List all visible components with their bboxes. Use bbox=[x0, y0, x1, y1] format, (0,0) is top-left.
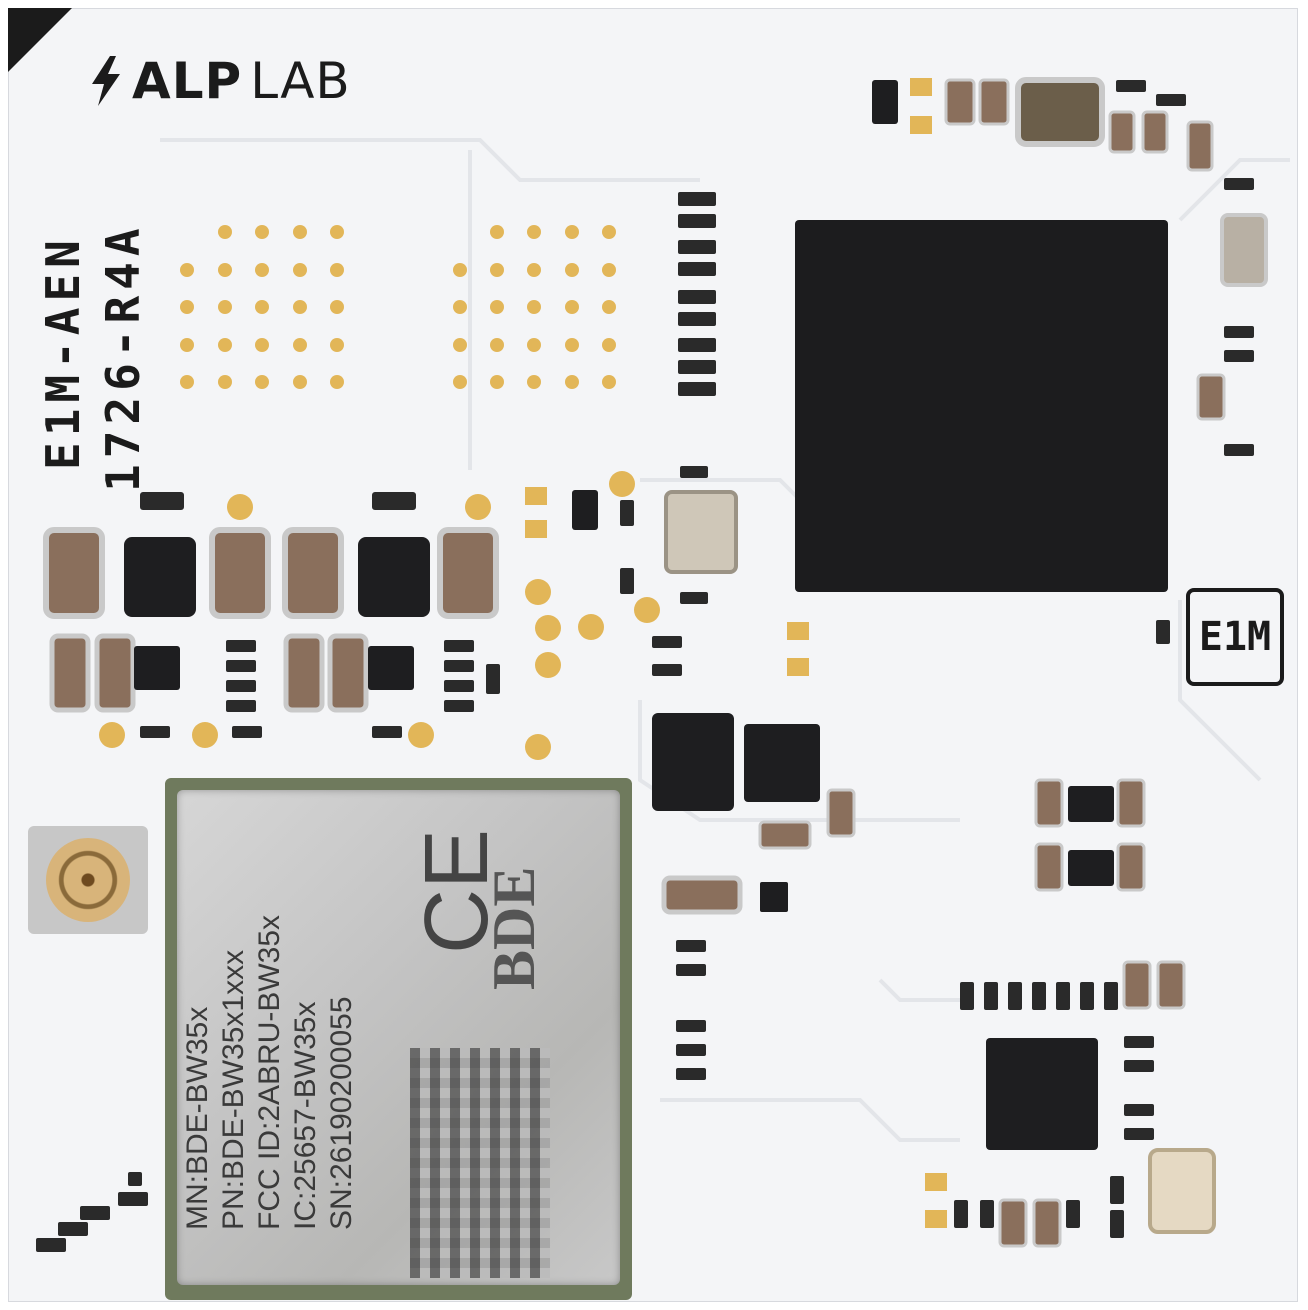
module-label-text: MN:BDE-BW35x PN:BDE-BW35x1xxx FCC ID:2AB… bbox=[180, 915, 360, 1230]
bde-logo: BDE bbox=[481, 866, 547, 990]
module-line-ic: IC:25657-BW35x bbox=[289, 1001, 322, 1230]
brand-logo: ALP LAB bbox=[88, 52, 351, 110]
bga-pads-left bbox=[180, 225, 344, 389]
power-ics bbox=[124, 80, 1114, 1150]
e1m-badge: E1M bbox=[1186, 588, 1284, 686]
brand-name-bold: ALP bbox=[132, 52, 243, 110]
module-line-fcc: FCC ID:2ABRU-BW35x bbox=[253, 914, 286, 1230]
antenna-connector-ring bbox=[46, 838, 130, 922]
crystals bbox=[664, 490, 1216, 1234]
datamatrix-code bbox=[410, 1048, 550, 1278]
brand-name-light: LAB bbox=[250, 52, 351, 110]
capacitors bbox=[43, 77, 1268, 1248]
antenna-connector bbox=[28, 826, 148, 934]
soc-chip bbox=[795, 220, 1168, 592]
module-line-sn: SN:26190200055 bbox=[325, 996, 358, 1230]
module-line-pn: PN:BDE-BW35x1xxx bbox=[217, 949, 250, 1230]
board-corner-mark bbox=[8, 8, 72, 72]
lightning-icon bbox=[92, 56, 120, 106]
test-pads bbox=[99, 78, 947, 1228]
resistor-column bbox=[678, 192, 716, 396]
module-line-mn: MN:BDE-BW35x bbox=[181, 1006, 214, 1230]
bga-pads-right bbox=[453, 225, 616, 389]
small-resistors bbox=[36, 80, 1254, 1252]
